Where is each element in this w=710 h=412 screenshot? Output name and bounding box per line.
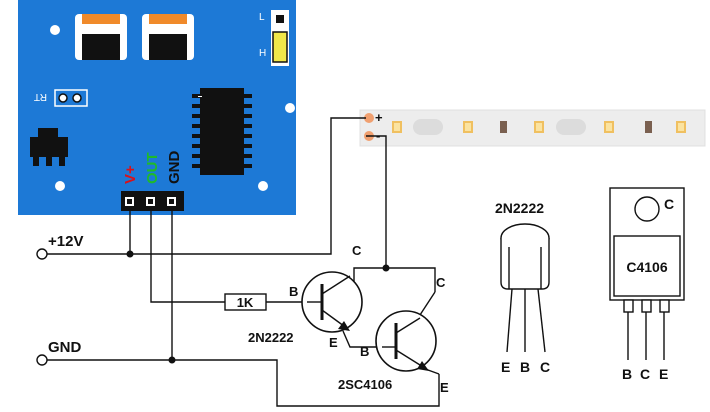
q2-label-e: E	[440, 380, 449, 395]
q2-label-b: B	[360, 344, 369, 359]
to220-tab-label: C	[664, 196, 674, 212]
label-rt: RT	[34, 91, 47, 102]
rt-pads: RT	[34, 89, 88, 107]
label-h: H	[259, 48, 266, 59]
to220-part-label: C4106	[626, 259, 667, 275]
transistor-q2: B C E 2SC4106	[338, 275, 449, 395]
mount-hole	[50, 25, 60, 35]
to92-pin-b: B	[520, 359, 530, 375]
pin-label-out: OUT	[144, 152, 161, 184]
wire-q2-collector	[417, 291, 436, 319]
wires	[47, 117, 440, 407]
to220-pin-e: E	[659, 366, 668, 382]
wire-plus12v	[47, 117, 366, 255]
pin-label-gnd: GND	[166, 151, 183, 185]
resistor-1k: 1K	[224, 293, 267, 311]
to92-pin-c: C	[540, 359, 550, 375]
strip-leds	[392, 119, 686, 135]
rail-label-gnd: GND	[48, 339, 82, 356]
strip-plus-label: +	[375, 110, 383, 125]
regulator-chip	[30, 128, 68, 166]
rail-label-plus12v: +12V	[48, 233, 83, 250]
pin-label-vplus: V+	[122, 165, 139, 184]
transistor-q1: B C E 2N2222	[248, 243, 363, 350]
wire-gnd	[47, 359, 440, 407]
controller-ic	[192, 88, 252, 175]
mount-hole	[258, 181, 268, 191]
terminal-plus12v	[36, 248, 48, 260]
junction-dot	[382, 264, 390, 272]
wire-darlington	[342, 330, 382, 348]
resistor-label: 1K	[237, 295, 254, 310]
to220-pin-c: C	[640, 366, 650, 382]
junction-dot	[168, 356, 176, 364]
to92-pin-e: E	[501, 359, 510, 375]
mount-hole	[55, 181, 65, 191]
wire-strip-minus	[366, 135, 387, 268]
strip-pad-plus	[364, 113, 374, 123]
to92-part-label: 2N2222	[495, 200, 544, 216]
pin-header	[121, 191, 184, 211]
potentiometer-right	[142, 14, 194, 60]
q2-label-c: C	[436, 275, 446, 290]
q2-part-label: 2SC4106	[338, 377, 392, 392]
junction-dot	[126, 250, 134, 258]
q1-label-e: E	[329, 335, 338, 350]
mount-hole	[285, 103, 295, 113]
wire-collectors	[353, 267, 436, 292]
terminal-gnd	[36, 354, 48, 366]
lh-jumper: L H	[259, 10, 289, 66]
to220-pin-b: B	[622, 366, 632, 382]
package-to220: C C4106 B C E	[609, 187, 685, 382]
q1-part-label: 2N2222	[248, 330, 294, 345]
potentiometer-left	[75, 14, 127, 60]
led-strip: + -	[359, 109, 706, 147]
package-to92: 2N2222 E B C	[495, 200, 550, 375]
led-driver-module: L H RT	[18, 0, 296, 215]
q1-label-b: B	[289, 284, 298, 299]
wire-out	[150, 211, 225, 303]
q1-label-c: C	[352, 243, 362, 258]
label-l: L	[259, 12, 265, 23]
